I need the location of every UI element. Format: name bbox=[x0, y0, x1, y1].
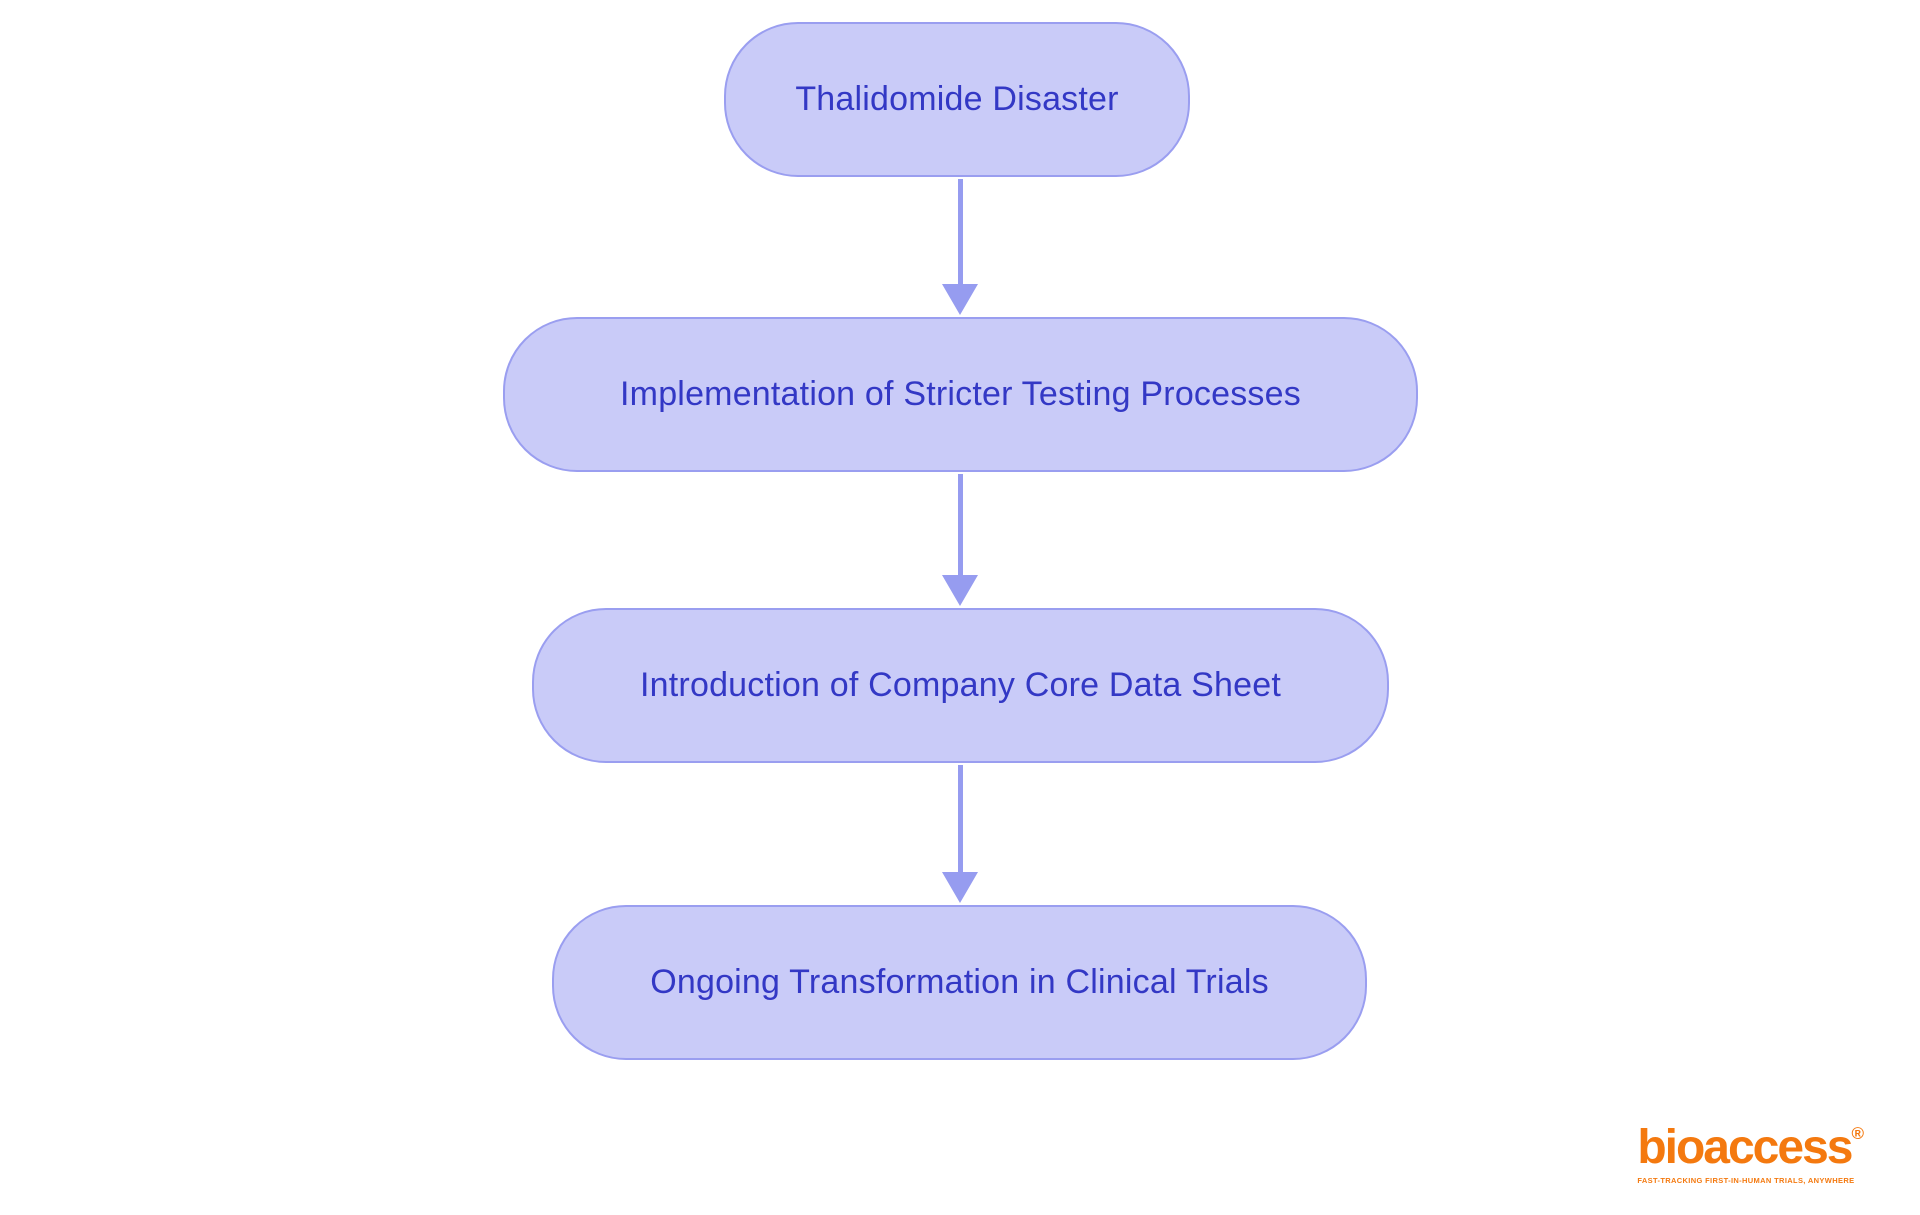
flow-connector-3 bbox=[942, 765, 978, 903]
flow-node-1: Thalidomide Disaster bbox=[724, 22, 1190, 177]
arrow-down-icon bbox=[942, 575, 978, 606]
arrow-down-icon bbox=[942, 284, 978, 315]
arrow-down-icon bbox=[942, 872, 978, 903]
bioaccess-logo-tagline: FAST-TRACKING FIRST-IN-HUMAN TRIALS, ANY… bbox=[1637, 1176, 1855, 1185]
flow-node-3: Introduction of Company Core Data Sheet bbox=[532, 608, 1389, 763]
flow-connector-2 bbox=[942, 474, 978, 606]
flow-node-3-label: Introduction of Company Core Data Sheet bbox=[640, 666, 1281, 704]
bioaccess-brand-text: bioaccess bbox=[1637, 1121, 1853, 1174]
bioaccess-logo-wordmark: bioaccess® bbox=[1637, 1124, 1864, 1172]
flow-node-2-label: Implementation of Stricter Testing Proce… bbox=[620, 375, 1301, 413]
flow-node-4-label: Ongoing Transformation in Clinical Trial… bbox=[650, 963, 1269, 1001]
arrow-line bbox=[957, 765, 963, 872]
arrow-line bbox=[957, 179, 963, 284]
arrow-line bbox=[957, 474, 963, 575]
flow-node-1-label: Thalidomide Disaster bbox=[795, 80, 1119, 118]
bioaccess-logo: bioaccess® FAST-TRACKING FIRST-IN-HUMAN … bbox=[1637, 1124, 1864, 1186]
flow-node-4: Ongoing Transformation in Clinical Trial… bbox=[552, 905, 1367, 1060]
flow-connector-1 bbox=[942, 179, 978, 315]
flow-node-2: Implementation of Stricter Testing Proce… bbox=[503, 317, 1418, 472]
registered-trademark-icon: ® bbox=[1851, 1124, 1864, 1143]
